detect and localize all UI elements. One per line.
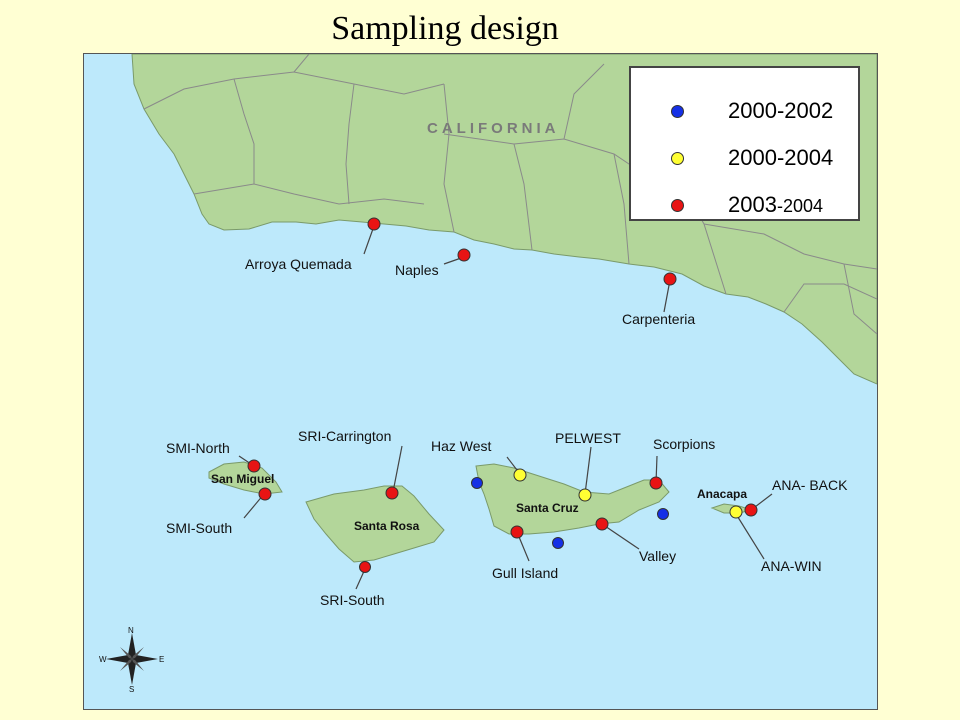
site-label-ana-back: ANA- BACK <box>772 477 848 493</box>
legend-label: 2003-2004 <box>728 192 823 217</box>
site-label-pelwest: PELWEST <box>555 430 621 446</box>
island-label-santa-rosa: Santa Rosa <box>354 519 420 533</box>
compass-n: N <box>128 626 134 635</box>
site-ana-win-marker <box>729 505 743 519</box>
site-label-arroya-quemada: Arroya Quemada <box>245 256 352 272</box>
site-arroya-quemada-marker <box>367 217 381 231</box>
map-panel[interactable]: CALIFORNIA N S E W 2000-2002 2000-2004 2… <box>83 53 878 710</box>
blue-dot-icon <box>671 105 684 118</box>
site-label-haz-west: Haz West <box>431 438 492 454</box>
site-label-naples: Naples <box>395 262 439 278</box>
site-label-smi-south: SMI-South <box>166 520 233 536</box>
legend-label: 2000-2004 <box>728 145 834 170</box>
site-label-gull-island: Gull Island <box>492 565 559 581</box>
compass-w: W <box>99 655 107 664</box>
site-valley-marker <box>595 517 609 531</box>
blue-site-west-santa-cruz <box>471 477 483 489</box>
legend-item: 2000-2002 <box>631 96 858 126</box>
compass-e: E <box>159 655 165 664</box>
island-label-anacapa: Anacapa <box>697 487 748 501</box>
island-label-san-miguel: San Miguel <box>211 472 275 486</box>
yellow-dot-icon <box>671 152 684 165</box>
leader-lines <box>238 225 773 590</box>
island-label-santa-cruz: Santa Cruz <box>516 501 579 515</box>
site-smi-north-marker <box>247 459 261 473</box>
legend-label: 2000-2002 <box>728 98 834 123</box>
site-gull-island-marker <box>510 525 524 539</box>
site-label-scorpions: Scorpions <box>653 436 716 452</box>
site-naples-marker <box>457 248 471 262</box>
site-sri-carrington-marker <box>385 486 399 500</box>
legend-item: 2000-2004 <box>631 143 858 173</box>
santa-rosa-island <box>305 485 445 563</box>
site-label-valley: Valley <box>639 548 677 564</box>
san-miguel-island <box>208 461 283 495</box>
legend-item: 2003-2004 <box>631 190 858 220</box>
compass-s: S <box>129 685 135 694</box>
red-dot-icon <box>671 199 684 212</box>
site-haz-west-marker <box>513 468 527 482</box>
sample-points <box>247 217 758 573</box>
region-label: CALIFORNIA <box>427 120 560 137</box>
site-ana-back-marker <box>744 503 758 517</box>
blue-site-east-santa-cruz <box>657 508 669 520</box>
site-carpenteria-marker <box>663 272 677 286</box>
site-smi-south-marker <box>258 487 272 501</box>
site-label-smi-north: SMI-North <box>166 440 230 456</box>
site-label-sri-south: SRI-South <box>320 592 385 608</box>
site-sri-south-marker <box>359 561 371 573</box>
page-title: Sampling design <box>331 10 559 47</box>
santa-cruz-island <box>475 463 670 535</box>
blue-site-south-santa-cruz <box>552 537 564 549</box>
site-label-carpenteria: Carpenteria <box>622 311 696 327</box>
legend: 2000-2002 2000-2004 2003-2004 <box>629 66 860 221</box>
site-label-ana-win: ANA-WIN <box>761 558 822 574</box>
site-scorpions-marker <box>649 476 663 490</box>
site-label-sri-carrington: SRI-Carrington <box>298 428 392 444</box>
compass-rose-icon <box>106 633 158 685</box>
site-pelwest-marker <box>578 488 592 502</box>
